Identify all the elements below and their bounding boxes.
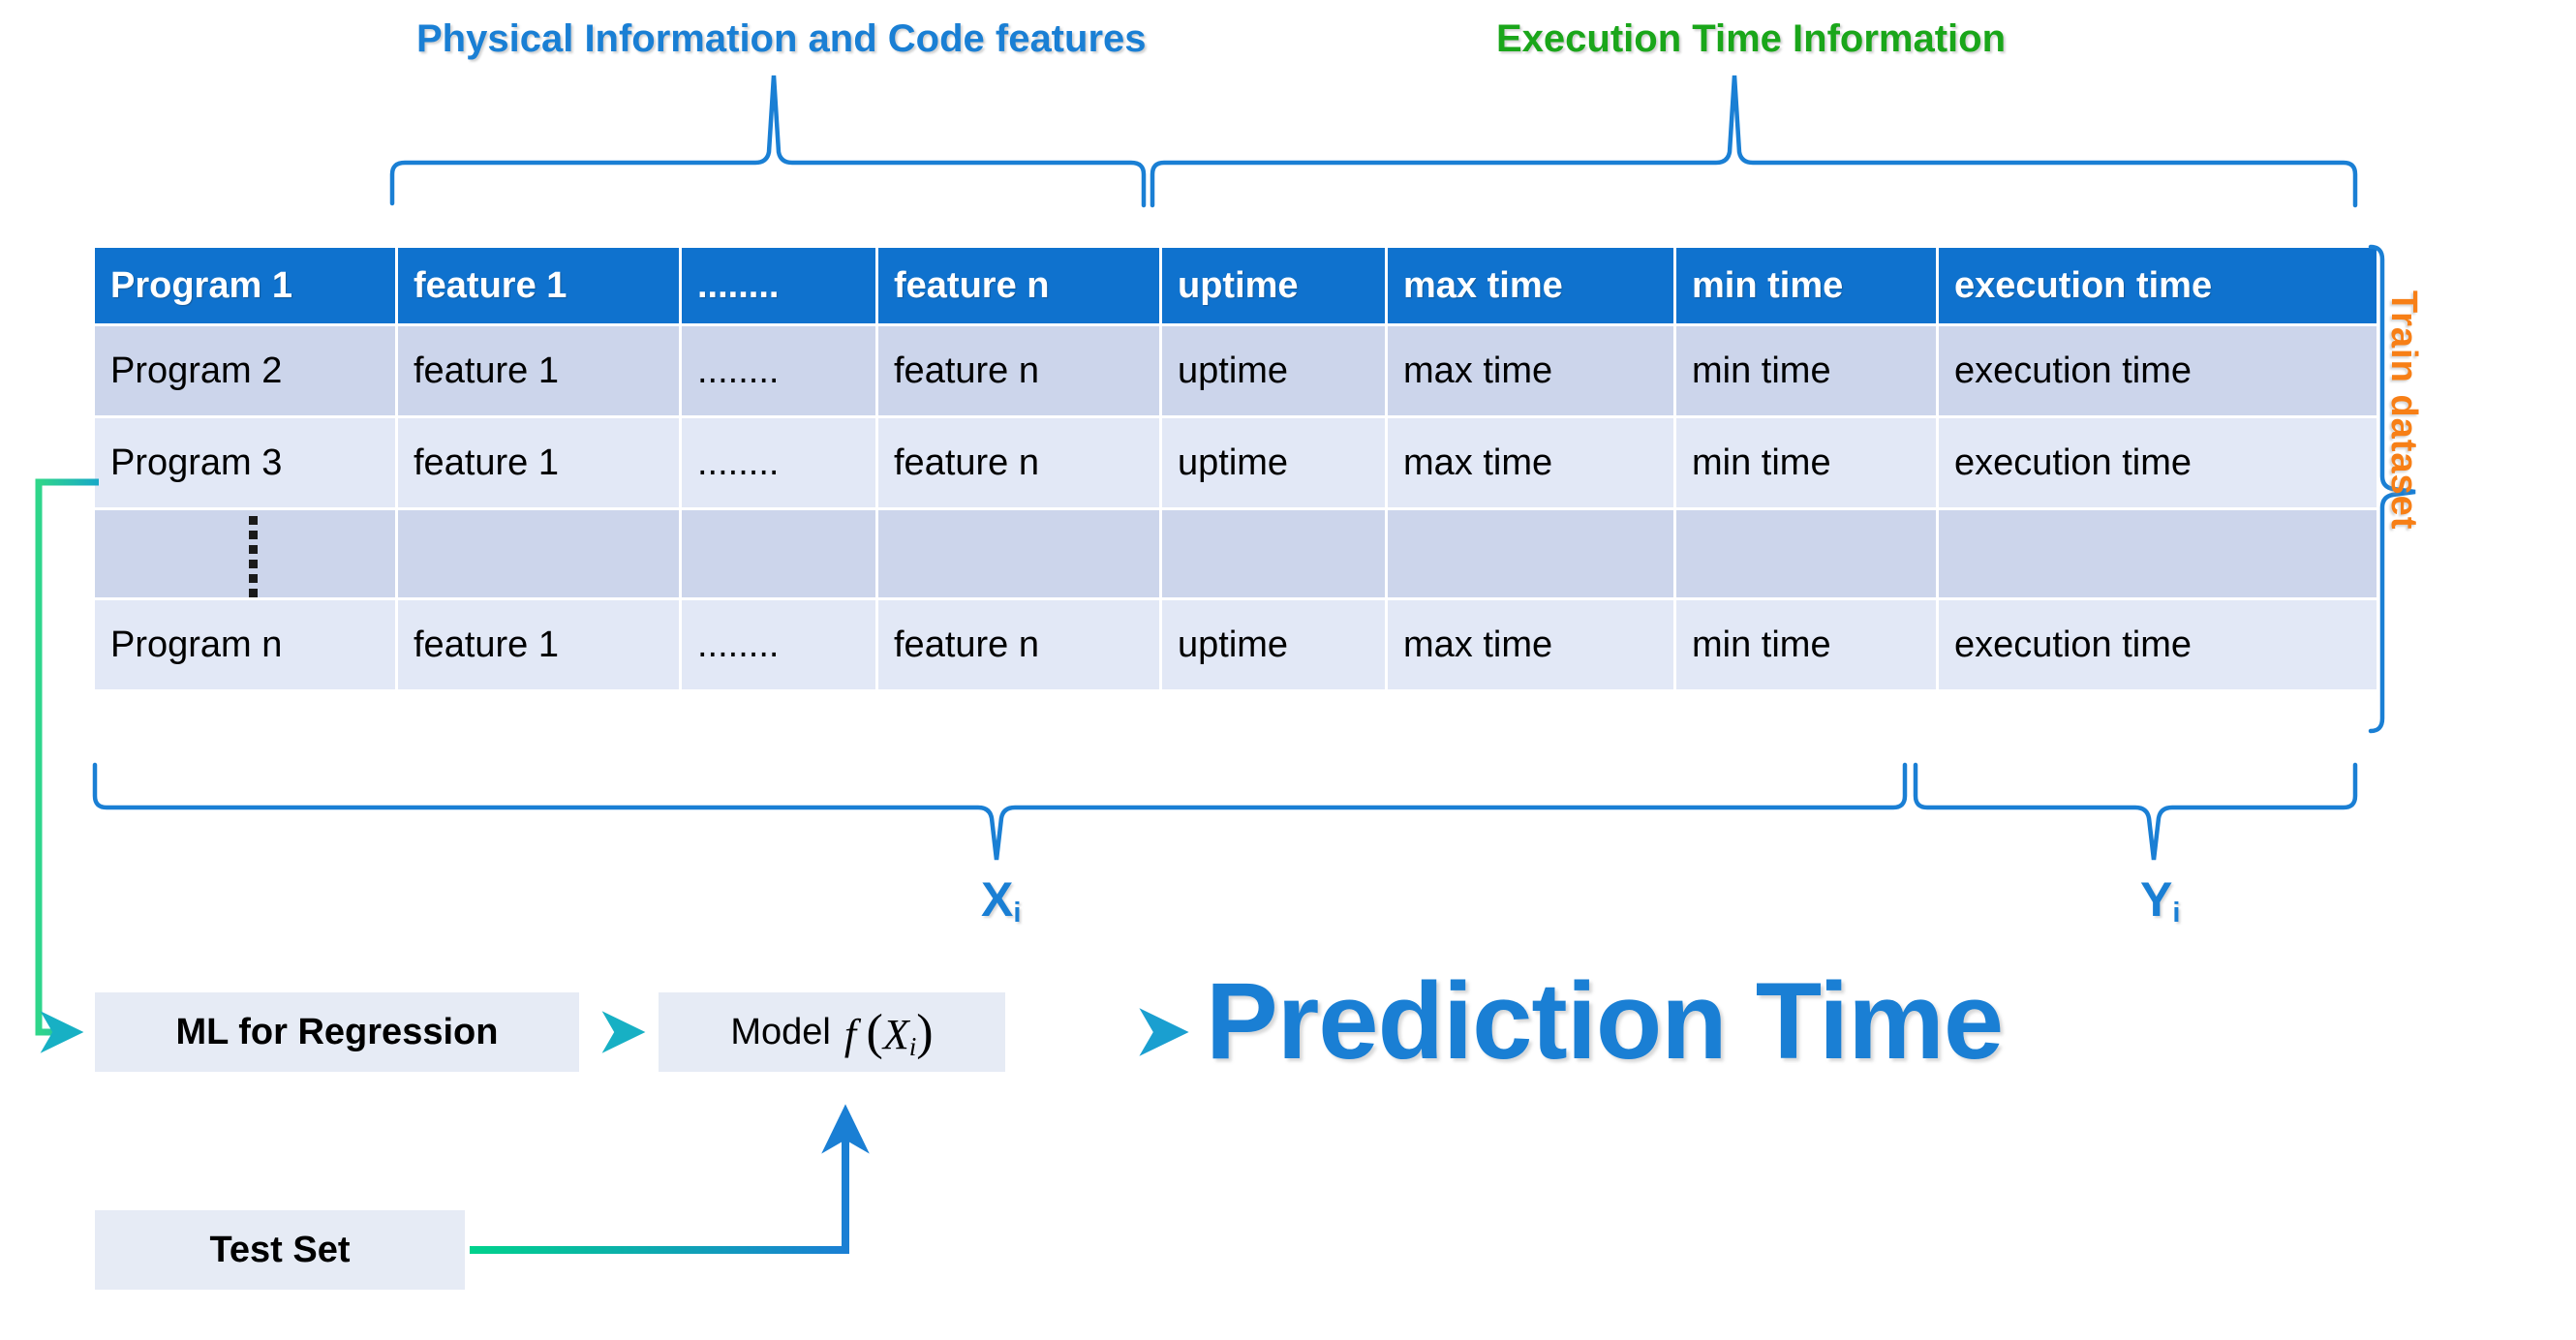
- train-dataset-table: Program 1 feature 1 ........ feature n u…: [92, 245, 2377, 692]
- cell-empty: [682, 510, 875, 597]
- caption-execution-time-information: Execution Time Information: [1496, 17, 2006, 60]
- model-open-paren: (: [856, 1004, 883, 1060]
- cell-feature-n: feature n: [878, 600, 1159, 689]
- cell-feature-1: feature 1: [398, 600, 679, 689]
- table-row-vertical-ellipsis: [95, 510, 2377, 597]
- arrow-test-to-model: [470, 1104, 870, 1254]
- cell-program: Program 2: [95, 326, 395, 415]
- column-header-feature-n: feature n: [878, 248, 1159, 323]
- cell-max-time: max time: [1388, 418, 1673, 507]
- cell-program: Program n: [95, 600, 395, 689]
- prediction-time-output: Prediction Time: [1206, 960, 2004, 1081]
- cell-empty: [1388, 510, 1673, 597]
- model-variable-x: X: [882, 1010, 909, 1058]
- cell-min-time: min time: [1676, 326, 1936, 415]
- column-header-max-time: max time: [1388, 248, 1673, 323]
- brace-physical-features: [389, 75, 1147, 208]
- cell-feature-n: feature n: [878, 326, 1159, 415]
- model-label: Model: [730, 1011, 831, 1052]
- cell-execution-time: execution time: [1939, 418, 2377, 507]
- cell-empty: [1162, 510, 1385, 597]
- cell-vertical-dots: [95, 510, 395, 597]
- cell-max-time: max time: [1388, 600, 1673, 689]
- column-header-feature-ellipsis: ........: [682, 248, 875, 323]
- cell-empty: [878, 510, 1159, 597]
- column-header-program: Program 1: [95, 248, 395, 323]
- cell-uptime: uptime: [1162, 326, 1385, 415]
- cell-uptime: uptime: [1162, 418, 1385, 507]
- test-set-label: Test Set: [209, 1229, 351, 1270]
- label-xi: Xi: [981, 871, 1022, 929]
- model-function-f: f: [843, 1010, 857, 1058]
- cell-empty: [1939, 510, 2377, 597]
- model-function-expression: f (Xi): [843, 1004, 934, 1062]
- cell-program: Program 3: [95, 418, 395, 507]
- column-header-uptime: uptime: [1162, 248, 1385, 323]
- cell-execution-time: execution time: [1939, 326, 2377, 415]
- brace-xi: [92, 762, 1908, 861]
- cell-feature-ellipsis: ........: [682, 418, 875, 507]
- vertical-dots-icon: [110, 516, 395, 597]
- cell-feature-1: feature 1: [398, 418, 679, 507]
- table-row: Program 2 feature 1 ........ feature n u…: [95, 326, 2377, 415]
- caption-physical-information: Physical Information and Code features: [416, 17, 1147, 60]
- cell-feature-ellipsis: ........: [682, 600, 875, 689]
- model-close-paren: ): [916, 1004, 934, 1060]
- cell-feature-ellipsis: ........: [682, 326, 875, 415]
- cell-min-time: min time: [1676, 600, 1936, 689]
- cell-max-time: max time: [1388, 326, 1673, 415]
- model-variable-subscript: i: [908, 1032, 917, 1062]
- test-set-box[interactable]: Test Set: [95, 1210, 465, 1290]
- label-xi-subscript: i: [1013, 898, 1022, 929]
- arrow-train-to-ml: [35, 478, 99, 1053]
- column-header-feature-1: feature 1: [398, 248, 679, 323]
- column-header-min-time: min time: [1676, 248, 1936, 323]
- cell-feature-1: feature 1: [398, 326, 679, 415]
- ml-for-regression-label: ML for Regression: [175, 1011, 499, 1052]
- train-dataset-label: Train dataset: [2383, 290, 2424, 531]
- brace-execution-time: [1150, 75, 2358, 208]
- brace-yi: [1913, 762, 2358, 861]
- cell-feature-n: feature n: [878, 418, 1159, 507]
- table-header-row: Program 1 feature 1 ........ feature n u…: [95, 248, 2377, 323]
- cell-empty: [398, 510, 679, 597]
- label-xi-symbol: X: [981, 872, 1014, 927]
- ml-for-regression-box[interactable]: ML for Regression: [95, 992, 579, 1072]
- cell-execution-time: execution time: [1939, 600, 2377, 689]
- cell-empty: [1676, 510, 1936, 597]
- table-row: Program 3 feature 1 ........ feature n u…: [95, 418, 2377, 507]
- cell-uptime: uptime: [1162, 600, 1385, 689]
- cell-min-time: min time: [1676, 418, 1936, 507]
- label-yi: Yi: [2140, 871, 2181, 929]
- label-yi-subscript: i: [2172, 898, 2181, 929]
- label-yi-symbol: Y: [2140, 872, 2173, 927]
- column-header-execution-time: execution time: [1939, 248, 2377, 323]
- table-row: Program n feature 1 ........ feature n u…: [95, 600, 2377, 689]
